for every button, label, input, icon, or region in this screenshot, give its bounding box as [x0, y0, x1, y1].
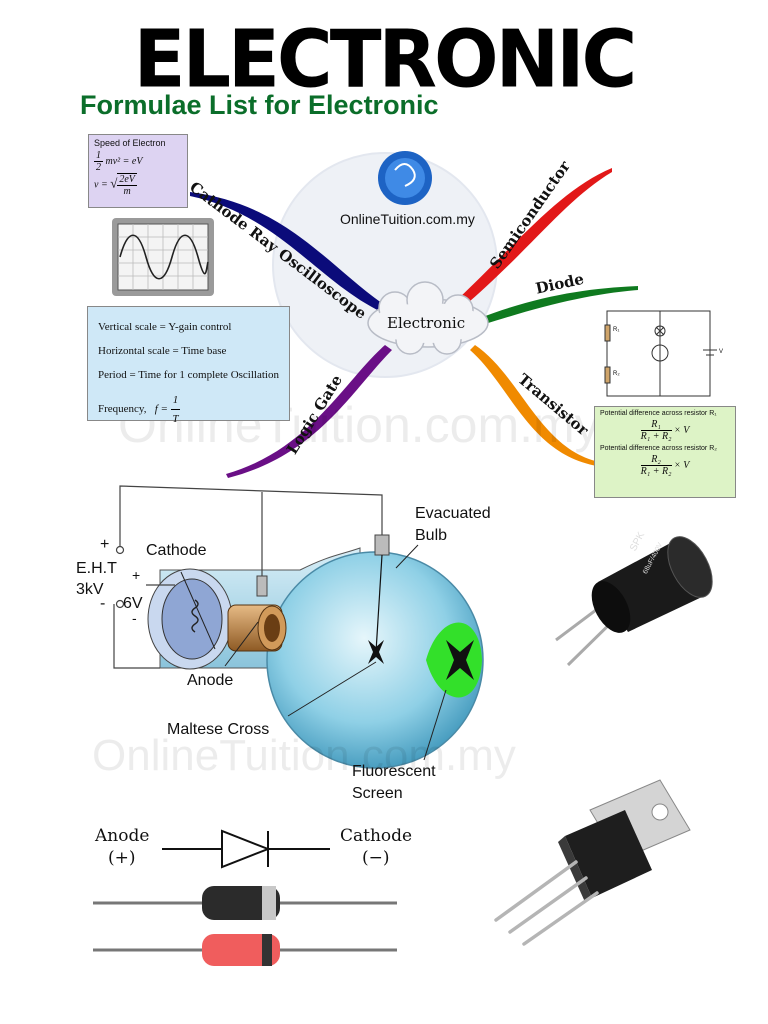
tr-times-v-1: × V — [674, 424, 690, 436]
eht-minus-label: - — [100, 595, 106, 612]
transistor-circuit-diagram — [604, 310, 717, 397]
tr-f1-num: R₁ — [640, 419, 672, 431]
heater-plus-label: + — [132, 567, 141, 583]
logo-text: OnlineTuition.com.my — [340, 211, 475, 227]
diode-anode-label: Anode — [95, 826, 150, 846]
speed-fraction: 2eV m — [117, 173, 137, 197]
tr-times-v-2: × V — [674, 459, 690, 471]
speed-box-title: Speed of Electron — [94, 138, 166, 148]
transistor-branch — [470, 345, 600, 466]
diode-component-red — [93, 934, 397, 966]
watermark-middle: OnlineTuition.com.my — [92, 731, 516, 780]
diode-component-black — [93, 886, 397, 920]
freq-den: T — [172, 413, 179, 425]
diode-symbol-icon — [162, 829, 330, 869]
tr-line-r2: Potential difference across resistor R₂ — [600, 445, 717, 452]
transistor-formula-box: Potential difference across resistor R₁ … — [594, 406, 736, 498]
speed-den: m — [123, 186, 131, 197]
logic-gate-branch — [226, 345, 392, 478]
speed-equation-lhs: v = — [94, 179, 108, 191]
half-den: 2 — [96, 162, 101, 173]
bulb-label: Bulb — [415, 527, 448, 544]
cro-line-horizontal-scale: Horizontal scale = Time base — [98, 345, 227, 357]
circuit-label-r2: R₂ — [613, 371, 620, 377]
capacitor-image — [555, 536, 713, 667]
kv-label: 3kV — [76, 581, 104, 598]
half-fraction: 1 2 — [94, 150, 103, 173]
heater-voltage-label: 6V — [123, 595, 143, 612]
tr-f2-num: R₂ — [640, 454, 672, 466]
center-label: Electronic — [387, 314, 466, 332]
cathode-ray-tube-diagram — [113, 485, 484, 769]
voltage-regulator-image — [494, 779, 691, 946]
cro-line-frequency: Frequency, — [98, 403, 147, 416]
evacuated-label: Evacuated — [415, 505, 491, 522]
kinetic-energy-equation: mv² = eV — [105, 155, 143, 167]
diode-branch — [480, 286, 638, 325]
speed-of-electron-box: Speed of Electron 1 2 mv² = eV v = √ 2eV… — [88, 134, 188, 208]
freq-num: 1 — [170, 391, 181, 410]
tr-f2-den: R₁ + R₂ — [640, 466, 672, 477]
circuit-label-v: V — [719, 349, 724, 355]
diode-cathode-label: Cathode — [340, 826, 413, 846]
center-cloud — [367, 281, 489, 355]
maltese-cross-label: Maltese Cross — [167, 721, 270, 738]
tr-line-r1: Potential difference across resistor R₁ — [600, 410, 717, 417]
tr-fraction-2: R₂ R₁ + R₂ — [640, 454, 672, 477]
fluorescent-label: Fluorescent — [352, 763, 436, 780]
diode-cathode-sign: (−) — [362, 848, 390, 868]
cathode-label: Cathode — [146, 542, 207, 559]
tr-f1-den: R₁ + R₂ — [640, 431, 672, 442]
cro-line-vertical-scale: Vertical scale = Y-gain control — [98, 321, 232, 333]
oscilloscope-screen-icon — [112, 218, 214, 296]
diode-anode-sign: (+) — [108, 848, 136, 868]
heater-minus-label: - — [132, 610, 137, 626]
tr-fraction-1: R₁ R₁ + R₂ — [640, 419, 672, 442]
cro-branch — [190, 192, 392, 314]
circuit-label-r1: R₁ — [613, 327, 620, 333]
half-num: 1 — [94, 150, 103, 162]
screen-label: Screen — [352, 785, 403, 802]
frequency-lhs: f = — [154, 403, 168, 416]
page-title: ELECTRONIC — [133, 11, 638, 106]
eht-label: E.H.T — [76, 560, 117, 577]
frequency-fraction: 1 T — [170, 391, 181, 428]
semiconductor-branch — [455, 168, 612, 308]
cro-line-period: Period = Time for 1 complete Oscillation — [98, 369, 279, 381]
cro-info-box: Vertical scale = Y-gain control Horizont… — [87, 306, 290, 425]
eht-plus-label: + — [100, 536, 110, 553]
page-subtitle: Formulae List for Electronic — [80, 90, 439, 120]
speed-num: 2eV — [117, 174, 137, 186]
anode-label: Anode — [187, 672, 234, 689]
